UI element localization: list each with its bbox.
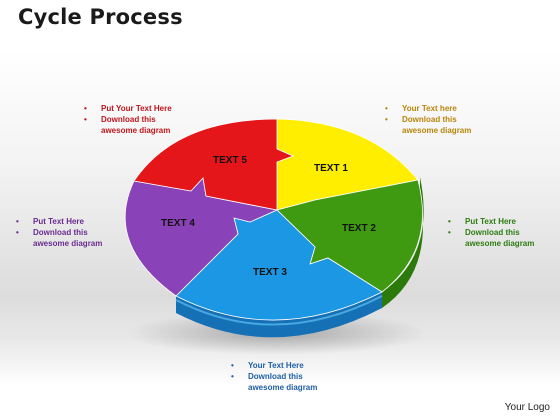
callout-blue-item-2: •Download this awesome diagram [231,372,318,392]
bullet-icon: • [448,217,451,226]
bullet-icon: • [16,217,19,226]
bullet-icon: • [84,104,87,113]
callout-green: •Put Text Here •Download this awesome di… [448,216,557,249]
bullet-icon: • [448,228,451,237]
logo-text: Your Logo [504,402,550,413]
page-title: Cycle Process [18,5,183,29]
callout-yellow-item-1: •Your Text here [385,104,457,113]
segment-text4[interactable] [124,177,279,297]
callout-red: •Put Your Text Here •Download this aweso… [84,103,181,136]
callout-blue: •Your Text Here •Download this awesome d… [231,360,340,393]
callout-purple-item-1: •Put Text Here [16,217,84,226]
side-blue [176,292,382,338]
callout-red-item-1: •Put Your Text Here [84,104,172,113]
bullet-icon: • [385,115,388,124]
segment-label-text3: TEXT 3 [253,267,287,278]
segment-label-text4: TEXT 4 [161,218,195,229]
side-green [382,177,424,308]
callout-green-item-2: •Download this awesome diagram [448,228,535,248]
callout-green-item-1: •Put Text Here [448,217,516,226]
side-blue-highlight [175,295,383,326]
callout-blue-item-1: •Your Text Here [231,361,304,370]
segment-label-text2: TEXT 2 [342,223,376,234]
bullet-icon: • [16,228,19,237]
segment-label-text1: TEXT 1 [314,163,348,174]
bullet-icon: • [385,104,388,113]
callout-yellow: •Your Text here •Download this awesome d… [385,103,492,136]
callout-purple-item-2: •Download this awesome diagram [16,228,103,248]
bullet-icon: • [84,115,87,124]
bullet-icon: • [231,361,234,370]
callout-yellow-item-2: •Download this awesome diagram [385,115,472,135]
segment-label-text5: TEXT 5 [213,155,247,166]
bullet-icon: • [231,372,234,381]
callout-red-item-2: •Download this awesome diagram [84,115,171,135]
callout-purple: •Put Text Here •Download this awesome di… [16,216,125,249]
segment-text5[interactable] [133,118,295,211]
